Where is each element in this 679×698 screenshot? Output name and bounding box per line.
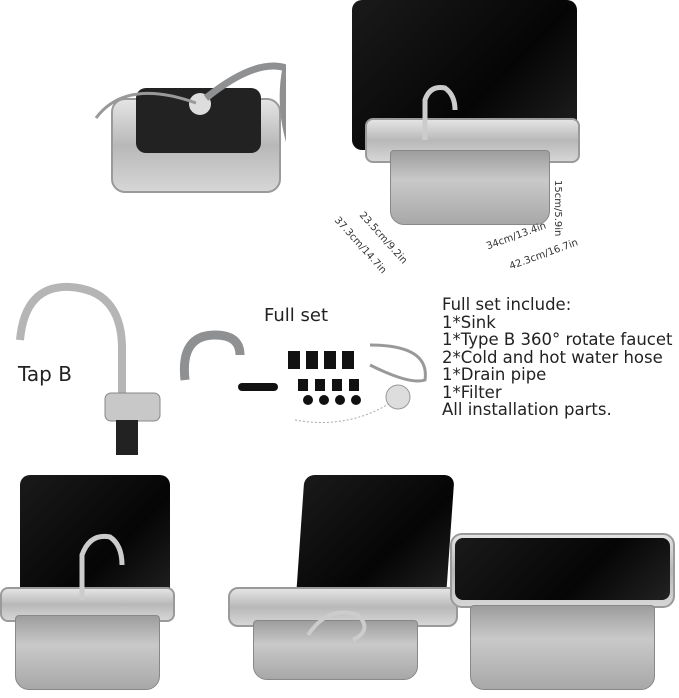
- include-item: 2*Cold and hot water hose: [442, 347, 663, 367]
- includes-title: Full set include:: [442, 295, 572, 314]
- include-item: 1*Filter: [442, 382, 502, 402]
- include-item: All installation parts.: [442, 400, 612, 419]
- sink-folded-faucet-image: [228, 475, 458, 685]
- sink-closed-lid-image: [450, 533, 679, 693]
- include-item: 1*Drain pipe: [442, 365, 547, 384]
- sink-bottom-view-image: [86, 58, 286, 198]
- full-set-label: Full set: [264, 305, 329, 326]
- dim-height: 15cm/5.9in: [552, 180, 563, 237]
- faucet-image: [16, 282, 161, 455]
- parts-image: [170, 325, 440, 445]
- sink-front-view-image: [0, 475, 175, 695]
- faucet-label: Tap B: [18, 362, 72, 386]
- include-item: 1*Sink: [442, 312, 496, 332]
- include-item: 1*Type B 360° rotate faucet: [442, 330, 673, 349]
- includes-list: Full set include: 1*Sink 1*Type B 360° r…: [442, 296, 672, 419]
- dim-width-outer: 42.3cm/16.7in: [508, 237, 580, 273]
- sink-with-lid-image: [340, 0, 600, 240]
